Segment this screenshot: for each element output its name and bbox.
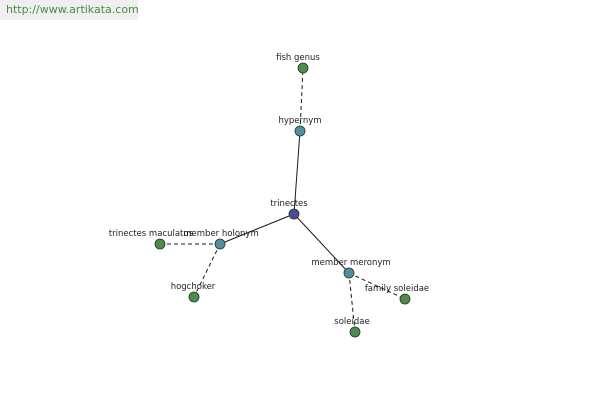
edge-member-meronym-to-family-soleidae (348, 272, 406, 300)
node-member-meronym[interactable] (343, 267, 355, 279)
watermark-url[interactable]: http://www.artikata.com (0, 0, 139, 20)
node-hypernym[interactable] (294, 125, 306, 137)
label-member-meronym: member meronym (311, 258, 390, 268)
edge-trinectes-to-member-meronym (293, 213, 350, 274)
nodes-layer (154, 62, 411, 338)
label-trinectes: trinectes (270, 199, 308, 209)
label-trinectes-maculatus: trinectes maculatus (109, 229, 194, 239)
label-soleidae: soleidae (334, 317, 369, 327)
node-trinectes-maculatus[interactable] (154, 238, 166, 250)
edge-member-meronym-to-soleidae (348, 272, 356, 333)
node-member-holonym[interactable] (214, 238, 226, 250)
edge-trinectes-to-hypernym (293, 130, 301, 215)
label-member-holonym: member holonym (183, 229, 258, 239)
edge-member-holonym-to-hogchoker (193, 243, 221, 298)
labels-layer: trinectes hypernym fish genus member holony… (109, 53, 429, 327)
node-fish-genus[interactable] (297, 62, 309, 74)
node-hogchoker[interactable] (188, 291, 200, 303)
edges-layer (160, 67, 406, 333)
label-fish-genus: fish genus (276, 53, 320, 63)
node-trinectes[interactable] (288, 208, 300, 220)
node-family-soleidae[interactable] (399, 293, 411, 305)
label-family-soleidae: family soleidae (365, 284, 429, 294)
label-hogchoker: hogchoker (171, 282, 216, 292)
label-hypernym: hypernym (278, 116, 321, 126)
edge-hypernym-to-fish-genus (299, 67, 304, 132)
edge-trinectes-to-member-holonym (219, 213, 295, 245)
node-soleidae[interactable] (349, 326, 361, 338)
